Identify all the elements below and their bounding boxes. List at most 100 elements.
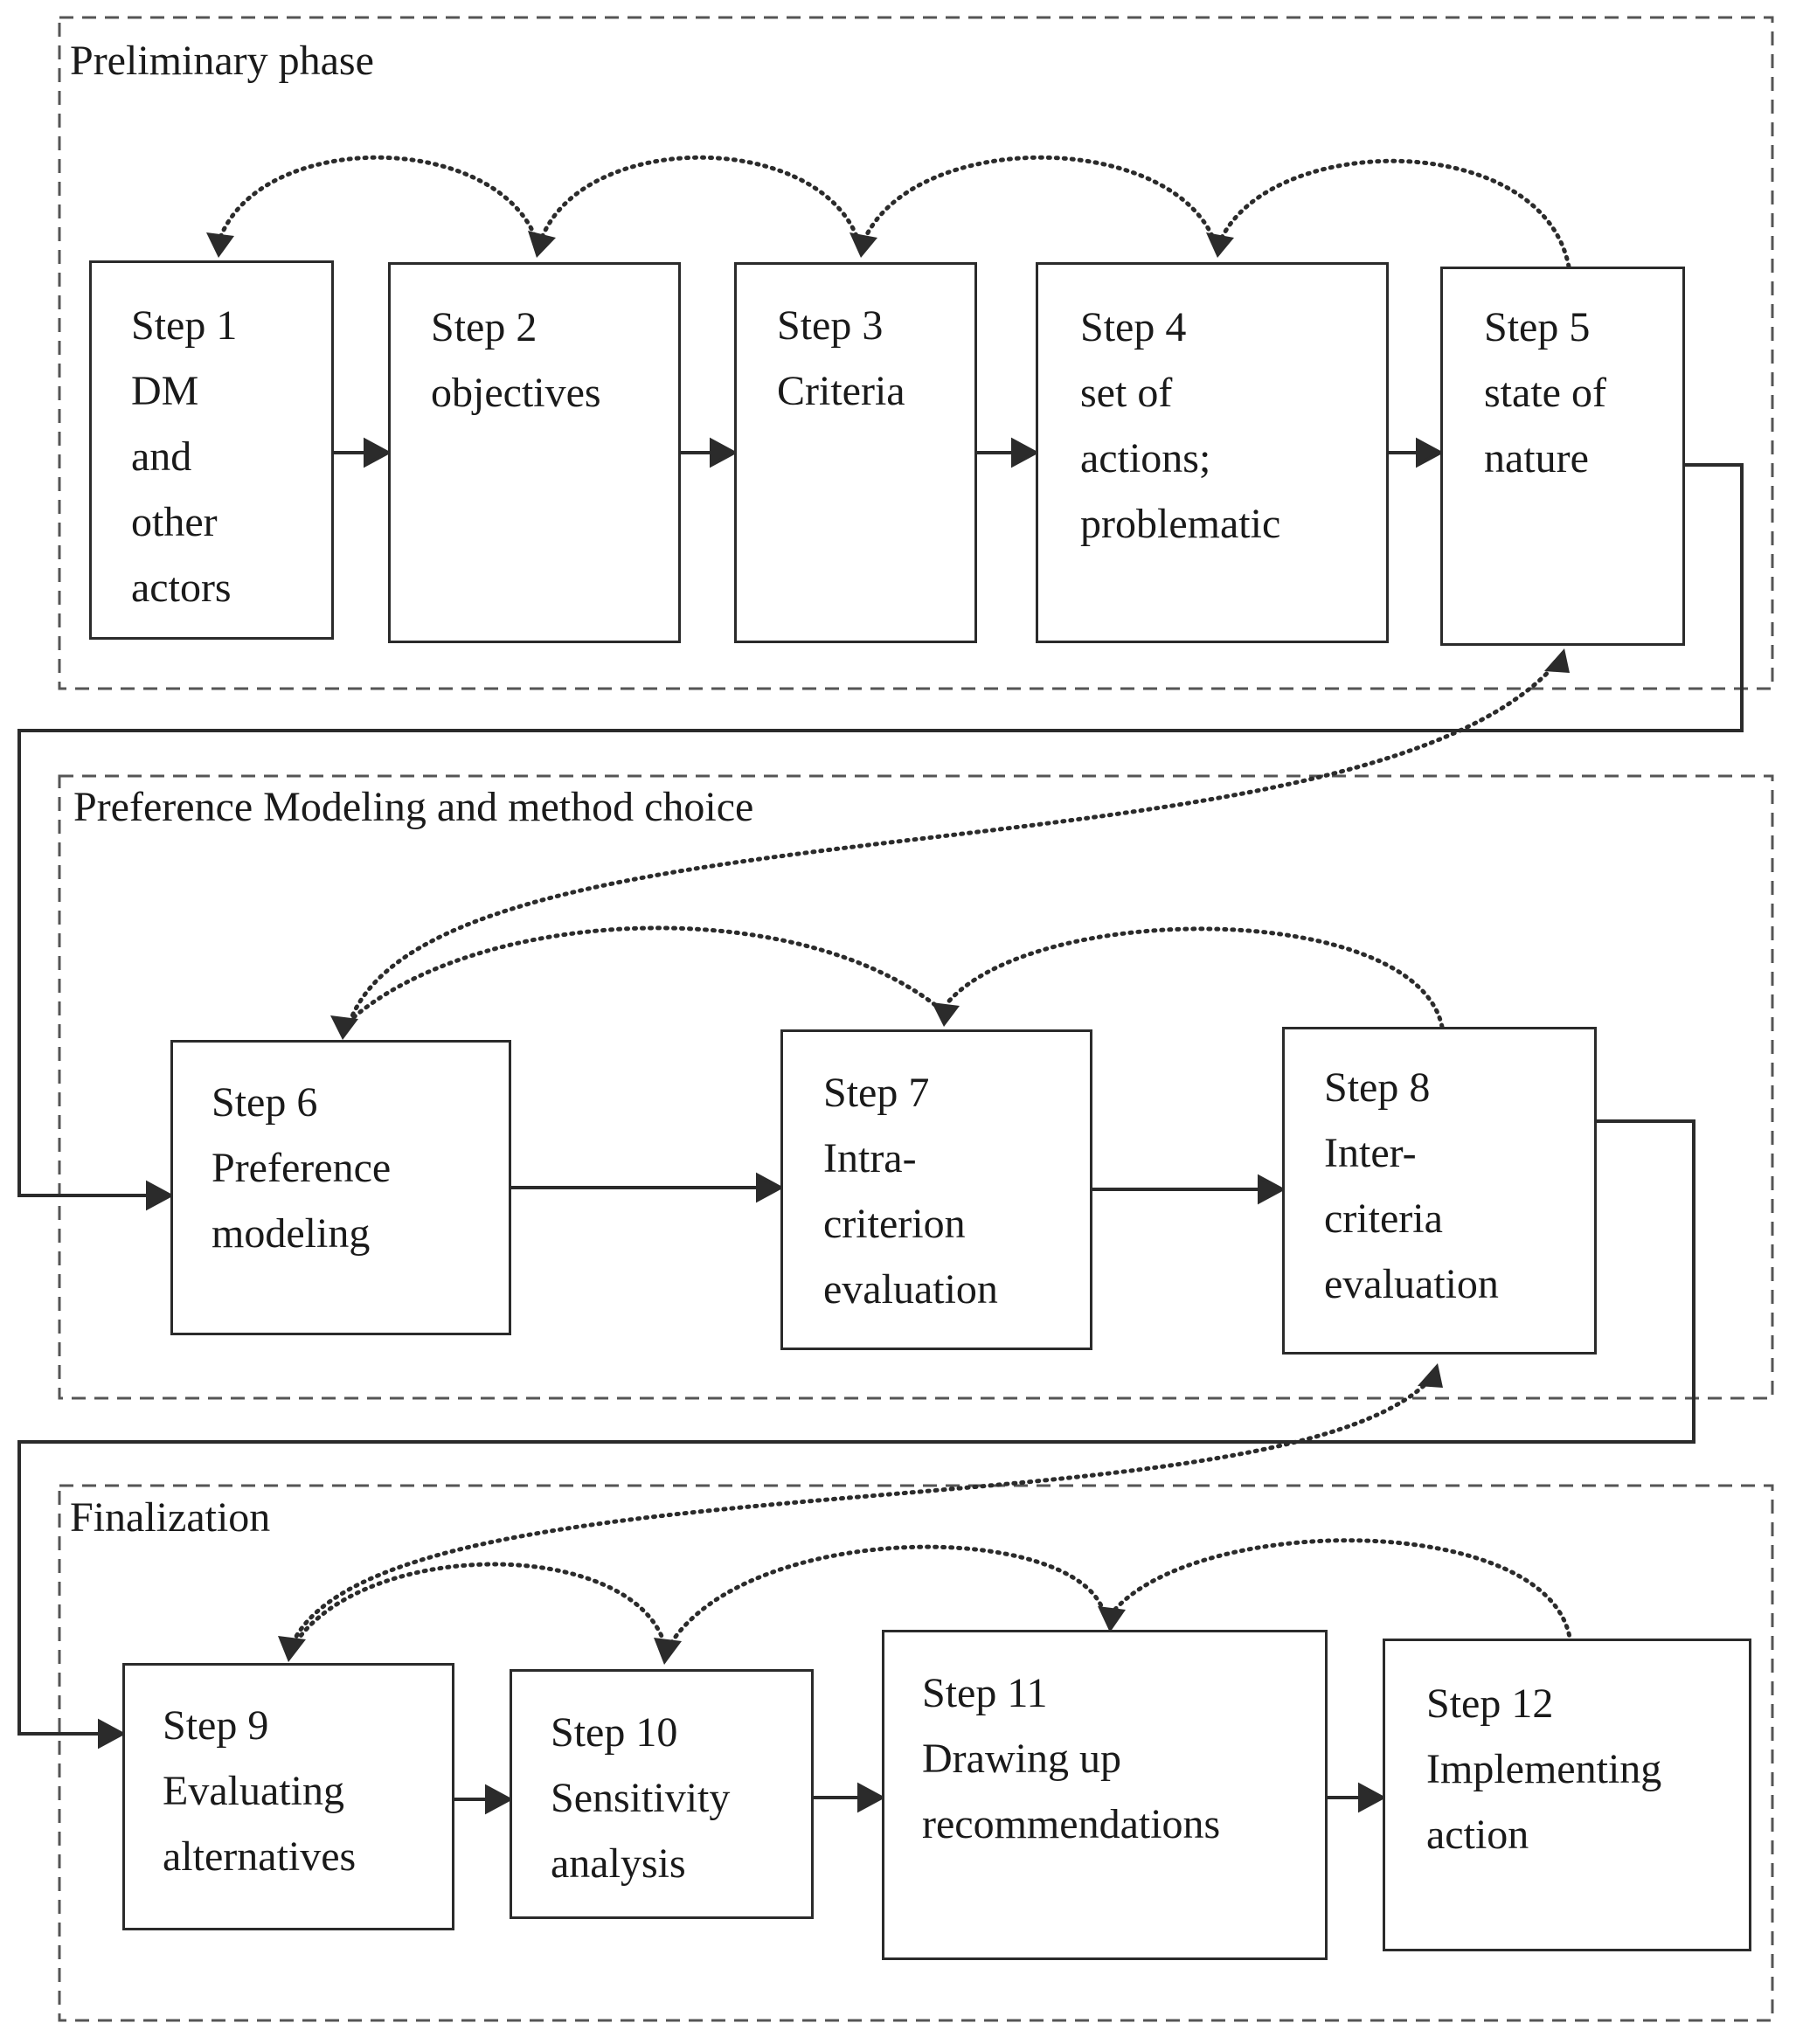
arrowhead: [1418, 1363, 1443, 1388]
step-1-line-2: DM: [131, 368, 199, 414]
arrowhead: [485, 1784, 514, 1815]
step-9-line-3: alternatives: [163, 1833, 357, 1880]
arrowhead: [206, 232, 234, 258]
step-3-line-2: Criteria: [777, 368, 905, 414]
step-10-line-2: Sensitivity: [551, 1775, 731, 1821]
step-11-box: [882, 1630, 1328, 1960]
step-11-line-1: Step 11: [922, 1670, 1048, 1716]
step-10-line-3: analysis: [551, 1840, 686, 1887]
step-1-line-1: Step 1: [131, 302, 238, 349]
step-1-line-4: other: [131, 499, 218, 545]
feedback-arc-step2-to-step1: [218, 155, 537, 240]
step-5-text: Step 5 state of nature: [1484, 294, 1606, 491]
step-4-line-3: actions;: [1080, 435, 1211, 482]
step-10-text: Step 10 Sensitivity analysis: [551, 1700, 730, 1896]
phase-label-preference: Preference Modeling and method choice: [73, 784, 754, 830]
step-6-line-3: modeling: [211, 1210, 371, 1257]
step-9-line-1: Step 9: [163, 1702, 269, 1749]
arrowhead: [146, 1180, 175, 1211]
step-11-text: Step 11 Drawing up recommendations: [922, 1660, 1220, 1857]
feedback-arc-step12-to-step11: [1110, 1538, 1573, 1646]
step-8-text: Step 8 Inter- criteria evaluation: [1324, 1055, 1499, 1317]
step-7-box: [780, 1029, 1092, 1350]
step-6-line-2: Preference: [211, 1145, 392, 1191]
step-10-line-1: Step 10: [551, 1709, 678, 1756]
step-2-text: Step 2 objectives: [431, 294, 601, 426]
arrowhead: [932, 1002, 960, 1027]
step-3-line-1: Step 3: [777, 302, 884, 349]
arrowhead: [528, 231, 556, 258]
step-2-line-2: objectives: [431, 370, 601, 416]
step-7-line-1: Step 7: [823, 1070, 930, 1116]
step-4-box: [1036, 262, 1389, 643]
step-6-line-1: Step 6: [211, 1079, 318, 1126]
arrowhead: [1416, 437, 1445, 468]
arrowhead: [1544, 648, 1570, 673]
step-4-text: Step 4 set of actions; problematic: [1080, 294, 1280, 557]
feedback-arc-step9-to-step8: [290, 1378, 1432, 1646]
arrowhead: [330, 1015, 358, 1040]
step-1-box: [89, 260, 334, 640]
step-9-box: [122, 1663, 454, 1930]
feedback-arc-step8-to-step7: [943, 926, 1445, 1029]
arrowhead: [756, 1172, 785, 1203]
arrowhead: [1258, 1174, 1286, 1205]
step-1-text: Step 1 DM and other actors: [131, 293, 237, 620]
step-5-box: [1440, 267, 1685, 646]
feedback-arc-step5-to-step4: [1219, 158, 1571, 269]
step-12-text: Step 12 Implementing action: [1426, 1671, 1661, 1867]
feedback-arc-step3-to-step2: [539, 155, 859, 240]
step-12-box: [1383, 1639, 1751, 1951]
arrowhead: [98, 1718, 127, 1750]
arrowhead: [278, 1636, 306, 1662]
arrowhead: [364, 437, 392, 468]
step-7-line-3: criterion: [823, 1201, 966, 1247]
step-8-box: [1282, 1027, 1597, 1355]
step-1-line-5: actors: [131, 565, 232, 611]
arrowhead: [1206, 232, 1234, 258]
step-12-line-2: Implementing: [1426, 1746, 1662, 1792]
step-3-text: Step 3 Criteria: [777, 293, 905, 424]
step-3-box: [734, 262, 977, 643]
step-8-line-1: Step 8: [1324, 1064, 1431, 1111]
step-11-line-3: recommendations: [922, 1801, 1221, 1847]
step-6-box: [170, 1040, 511, 1335]
step-2-line-1: Step 2: [431, 304, 537, 350]
arrowhead: [654, 1638, 682, 1665]
step-1-line-3: and: [131, 433, 192, 480]
arrowhead: [857, 1782, 886, 1813]
feedback-arc-step6-to-step5: [347, 662, 1558, 1025]
step-6-text: Step 6 Preference modeling: [211, 1070, 391, 1266]
phase-container-finalization: [58, 1484, 1774, 2022]
arrowhead: [1358, 1782, 1387, 1813]
phase-label-finalization: Finalization: [70, 1494, 271, 1541]
step-7-line-2: Intra-: [823, 1135, 917, 1181]
connector-step8-to-step9: [17, 1119, 1695, 1736]
arrowhead: [710, 437, 739, 468]
feedback-arc-step7-to-step6: [345, 925, 938, 1025]
step-12-line-1: Step 12: [1426, 1680, 1554, 1727]
step-12-line-3: action: [1426, 1812, 1529, 1858]
arrowhead: [1011, 437, 1040, 468]
step-7-line-4: evaluation: [823, 1266, 998, 1313]
feedback-arc-step4-to-step3: [863, 155, 1215, 240]
step-4-line-4: problematic: [1080, 501, 1281, 547]
feedback-arc-step10-to-step9: [293, 1562, 667, 1646]
step-8-line-4: evaluation: [1324, 1261, 1499, 1307]
step-8-line-3: criteria: [1324, 1195, 1443, 1242]
step-5-line-1: Step 5: [1484, 304, 1591, 350]
step-9-line-2: Evaluating: [163, 1768, 344, 1814]
step-8-line-2: Inter-: [1324, 1130, 1417, 1176]
step-11-line-2: Drawing up: [922, 1736, 1121, 1782]
phase-container-preference: [58, 774, 1774, 1400]
step-4-line-2: set of: [1080, 370, 1173, 416]
step-2-box: [388, 262, 681, 643]
step-4-line-1: Step 4: [1080, 304, 1187, 350]
phase-container-preliminary: [58, 16, 1774, 690]
arrowhead: [1098, 1606, 1126, 1632]
step-5-line-3: nature: [1484, 435, 1589, 482]
step-10-box: [510, 1669, 814, 1919]
step-9-text: Step 9 Evaluating alternatives: [163, 1693, 356, 1889]
phase-label-preliminary: Preliminary phase: [70, 38, 374, 84]
